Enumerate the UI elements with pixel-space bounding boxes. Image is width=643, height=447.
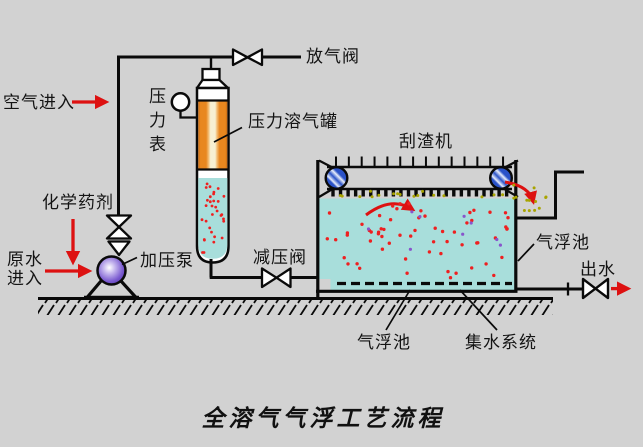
water-collection-label: 集水系统 [465,333,537,352]
scraper-wheel-left-icon [326,167,348,189]
chemicals-label: 化学药剂 [42,193,114,212]
flotation-tank-side-label: 气浮池 [536,233,590,252]
air-release-valve-icon [233,50,262,66]
pump-funnel-icon [109,242,130,256]
pressure-reducing-valve-icon [262,269,291,288]
pressure-pump-label: 加压泵 [140,251,194,270]
water-out-label: 出水 [580,260,616,279]
outlet-valve-icon [583,279,608,298]
scraper-label: 刮渣机 [399,132,453,151]
pressure-gauge-label: 压力表 [149,85,168,157]
air-in-label: 空气进入 [3,93,75,112]
flotation-tank-bottom-label: 气浮池 [357,333,411,352]
pressure-gauge-icon [172,93,197,117]
reducing-valve-label: 减压阀 [253,248,307,267]
diagram-title: 全溶气气浮工艺流程 [178,399,468,433]
pump-suction-valve-icon [107,216,131,256]
outlet-pipe [516,283,583,296]
raw-water-label: 原水 进入 [7,250,43,288]
scraper-wheel-right-icon [490,167,512,189]
scum-trough [517,172,584,218]
pressure-pump-icon [84,257,139,298]
dissolving-tank-label: 压力溶气罐 [248,112,338,131]
scraper-belt [319,157,518,198]
flotation-water [319,199,515,291]
air-release-valve-label: 放气阀 [306,47,360,66]
saturated-packing-band [198,101,227,169]
pressure-dissolving-tank [197,69,229,263]
